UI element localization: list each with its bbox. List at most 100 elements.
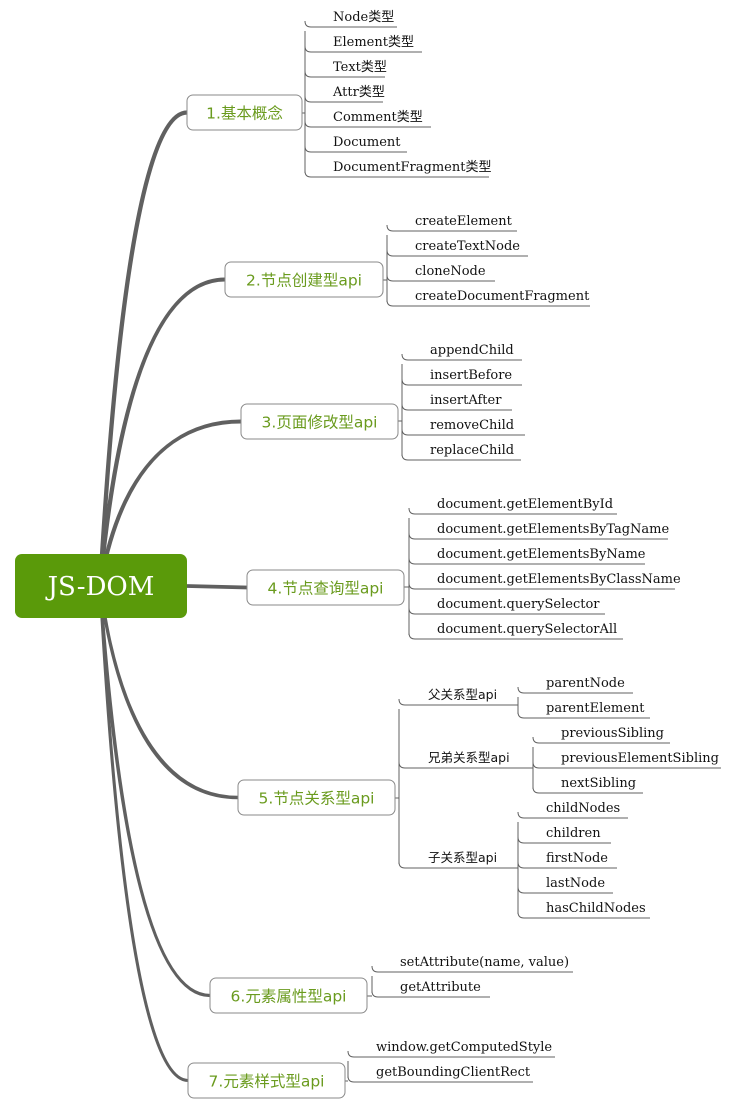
branch-node-6[interactable]: 6.元素属性型api — [209, 977, 368, 1014]
leaf-node[interactable]: lastNode — [546, 876, 605, 891]
leaf-node[interactable]: firstNode — [546, 851, 608, 866]
leaf-label: hasChildNodes — [546, 901, 646, 916]
sub-branch-3[interactable]: 子关系型api — [428, 850, 497, 865]
branch-connector — [97, 110, 188, 587]
branch-label: 2.节点创建型api — [246, 272, 362, 290]
leaf-elbow — [386, 249, 394, 257]
branch-node-4[interactable]: 4.节点查询型api — [246, 569, 405, 606]
leaf-elbow — [408, 557, 416, 565]
leaf-label: createDocumentFragment — [415, 289, 590, 304]
leaf-node[interactable]: Attr类型 — [332, 85, 385, 100]
leaf-elbow — [408, 632, 416, 640]
nodes: JS-DOM 1.基本概念 Node类型 Element类型 Text类型 Attr类型 C… — [15, 10, 719, 1099]
leaf-elbow — [371, 990, 379, 998]
leaf-node[interactable]: cloneNode — [415, 264, 486, 279]
leaf-node[interactable]: document.getElementsByName — [437, 547, 646, 562]
leaf-elbow — [517, 911, 525, 919]
leaf-node[interactable]: nextSibling — [561, 776, 636, 791]
leaf-node[interactable]: setAttribute(name, value) — [400, 955, 569, 970]
leaf-elbow — [532, 761, 540, 769]
leaf-label: Element类型 — [333, 35, 414, 50]
leaf-label: getBoundingClientRect — [376, 1065, 531, 1080]
leaf-node[interactable]: removeChild — [430, 418, 514, 433]
leaf-label: children — [546, 826, 601, 841]
leaf-label: document.getElementById — [437, 497, 613, 512]
leaf-elbow — [347, 1050, 355, 1058]
branch-node-2[interactable]: 2.节点创建型api — [224, 261, 384, 298]
leaf-label: Comment类型 — [333, 110, 423, 125]
leaf-node[interactable]: document.getElementsByClassName — [437, 572, 681, 587]
leaf-node[interactable]: document.querySelector — [437, 597, 600, 612]
leaf-label: insertBefore — [430, 368, 512, 383]
branch-connector — [97, 277, 226, 587]
leaf-node[interactable]: insertBefore — [430, 368, 512, 383]
leaf-label: insertAfter — [430, 393, 502, 408]
leaf-node[interactable]: previousSibling — [561, 726, 664, 741]
leaf-node[interactable]: Element类型 — [333, 35, 414, 50]
leaf-elbow — [401, 428, 409, 436]
leaf-node[interactable]: Node类型 — [333, 10, 394, 25]
leaf-node[interactable]: window.getComputedStyle — [376, 1040, 552, 1055]
leaf-elbow — [401, 353, 409, 361]
branch-node-7[interactable]: 7.元素样式型api — [187, 1062, 346, 1099]
leaf-elbow — [401, 453, 409, 461]
branch-box — [186, 94, 303, 131]
leaf-node[interactable]: createTextNode — [415, 239, 520, 254]
leaf-node[interactable]: childNodes — [546, 801, 620, 816]
branch-node-5[interactable]: 5.节点关系型api — [237, 779, 396, 816]
leaf-node[interactable]: Text类型 — [333, 60, 387, 75]
leaf-elbow — [371, 965, 379, 973]
leaf-node[interactable]: hasChildNodes — [546, 901, 646, 916]
branch-node-3[interactable]: 3.页面修改型api — [240, 403, 399, 440]
sub-branch-2[interactable]: 兄弟关系型api — [428, 750, 510, 765]
leaf-node[interactable]: createElement — [415, 214, 513, 229]
leaf-label: replaceChild — [430, 443, 514, 458]
leaf-node[interactable]: children — [546, 826, 601, 841]
leaf-elbow — [517, 811, 525, 819]
branch-box — [246, 569, 405, 606]
leaf-label: parentNode — [546, 676, 625, 691]
leaf-elbow — [347, 1075, 355, 1083]
leaf-elbow — [401, 378, 409, 386]
leaf-elbow — [304, 145, 312, 153]
sub-branch-1[interactable]: 父关系型api — [428, 687, 497, 702]
leaf-node[interactable]: insertAfter — [430, 393, 502, 408]
leaf-label: document.getElementsByTagName — [437, 522, 670, 537]
leaf-node[interactable]: document.getElementById — [437, 497, 613, 512]
leaf-elbow — [386, 224, 394, 232]
leaf-label: firstNode — [546, 851, 608, 866]
leaf-node[interactable]: createDocumentFragment — [415, 289, 590, 304]
leaf-label: document.getElementsByClassName — [437, 572, 681, 587]
leaf-elbow — [304, 95, 312, 103]
leaf-elbow — [408, 532, 416, 540]
leaf-elbow — [532, 786, 540, 794]
leaf-node[interactable]: document.getElementsByTagName — [437, 522, 670, 537]
leaf-node[interactable]: parentElement — [546, 701, 645, 716]
leaf-node[interactable]: DocumentFragment类型 — [333, 160, 491, 175]
leaf-label: DocumentFragment类型 — [333, 160, 491, 175]
root-node[interactable]: JS-DOM — [15, 554, 187, 618]
leaf-label: document.querySelectorAll — [437, 622, 617, 637]
leaf-node[interactable]: document.querySelectorAll — [437, 622, 617, 637]
leaf-node[interactable]: Comment类型 — [333, 110, 423, 125]
leaf-label: Node类型 — [333, 10, 394, 25]
leaf-elbow — [386, 274, 394, 282]
leaf-node[interactable]: getBoundingClientRect — [376, 1065, 531, 1080]
leaf-elbow — [304, 70, 312, 78]
leaf-node[interactable]: appendChild — [430, 343, 514, 358]
leaf-node[interactable]: Document — [333, 135, 401, 150]
branch-label: 4.节点查询型api — [268, 580, 384, 598]
leaf-elbow — [408, 607, 416, 615]
leaf-node[interactable]: replaceChild — [430, 443, 514, 458]
leaf-elbow — [401, 403, 409, 411]
leaf-label: getAttribute — [400, 980, 481, 995]
branch-box — [209, 977, 368, 1014]
leaf-node[interactable]: parentNode — [546, 676, 625, 691]
leaf-label: createElement — [415, 214, 513, 229]
leaf-node[interactable]: getAttribute — [400, 980, 481, 995]
leaf-node[interactable]: previousElementSibling — [561, 751, 719, 766]
leaf-elbow — [386, 299, 394, 307]
branch-node-1[interactable]: 1.基本概念 — [186, 94, 303, 131]
sub-branch-label: 兄弟关系型api — [428, 750, 510, 765]
